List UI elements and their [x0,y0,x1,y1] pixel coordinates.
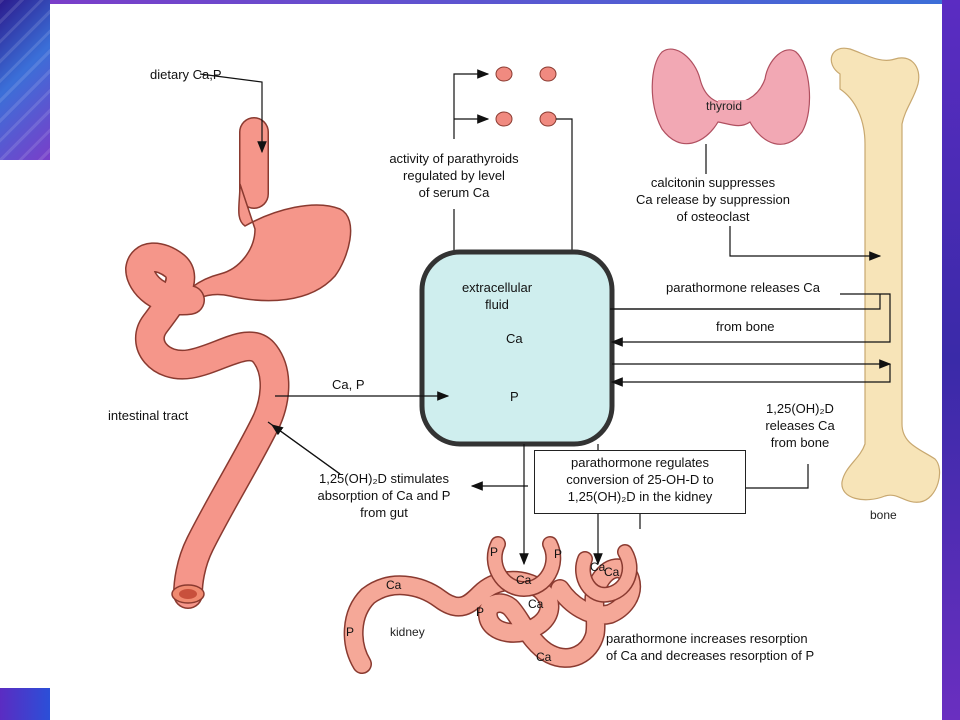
slide-top-bar [50,0,960,4]
ecf-label: extracellular fluid [442,279,552,313]
kidney-mark: P [346,625,355,639]
pth-resorption-line-2: of Ca and decreases resorption of P [606,648,815,663]
calcitonin-line-1: calcitonin suppresses [650,175,776,190]
thyroid-gland [651,48,811,145]
pth-bone-label-line-2: from bone [716,319,775,334]
gut [124,117,352,609]
vitd-bone-line-3: from bone [770,435,830,450]
dietary-label: dietary Ca,P [150,67,222,82]
vitd-gut-line-2: absorption of Ca and P [317,488,451,503]
pth-kidney-text: parathormone regulates conversion of 25-… [535,454,745,505]
vitd-gut-line-3: from gut [360,505,408,520]
ecf-line-2: fluid [485,297,509,312]
vitd-bone-line-2: releases Ca [765,418,835,433]
femur-bone [830,47,941,503]
kidney-mark: Ca [528,597,544,611]
pth-bone-label-line-1: parathormone releases Ca [666,280,820,295]
ca-p-arrow-label: Ca, P [332,377,365,392]
kidney-mark: Ca [604,565,620,579]
kidney-mark: P [554,547,563,561]
kidney-nephron [343,536,642,674]
kidney-mark: Ca [590,560,606,574]
pth-kidney-line-3: 1,25(OH)₂D in the kidney [567,489,713,504]
vitd-bone-line-1: 1,25(OH)₂D [766,401,834,416]
thyroid-label: thyroid [706,99,743,113]
calcium-regulation-diagram: dietary Ca,P intestinal tract Ca, P 1,25… [50,4,942,720]
kidney-mark: P [476,605,485,619]
vitd-gut-line-1: 1,25(OH)₂D stimulates [318,471,450,486]
pth-resorption-line-1: parathormone increases resorption [606,631,808,646]
pth-resorption-label: parathormone increases resorption of Ca … [606,630,814,664]
bone-label: bone [870,508,897,522]
slide-corner-decoration-bottom [0,688,50,720]
diagram-graphics [124,47,941,674]
kidney-mark: Ca [516,573,532,587]
kidney-mark: P [490,545,499,559]
calcitonin-line-2: Ca release by suppression [636,192,790,207]
kidney-label: kidney [390,625,425,639]
parathyroid-glands [495,66,557,127]
pth-kidney-box: parathormone regulates conversion of 25-… [534,450,746,514]
intestinal-tract-label: intestinal tract [108,408,189,423]
vitd-bone-label: 1,25(OH)₂D releases Ca from bone [750,400,850,451]
ecf-p-label: P [510,389,519,404]
parathyroid-activity-line-3: of serum Ca [418,185,490,200]
calcitonin-label: calcitonin suppresses Ca release by supp… [608,174,818,225]
extracellular-fluid-box [419,249,615,447]
pth-kidney-line-1: parathormone regulates [570,455,710,470]
vitd-gut-label: 1,25(OH)₂D stimulates absorption of Ca a… [274,470,494,521]
slide-corner-decoration-top [0,0,50,160]
parathyroid-activity-line-2: regulated by level [403,168,505,183]
calcitonin-line-3: of osteoclast [676,209,750,224]
parathyroid-activity-line-1: activity of parathyroids [389,151,519,166]
ecf-ca-label: Ca [506,331,523,346]
kidney-mark: Ca [536,650,552,664]
slide-right-bar [942,0,960,720]
parathyroid-activity-label: activity of parathyroids regulated by le… [356,150,552,201]
ecf-line-1: extracellular [461,280,533,295]
kidney-mark: Ca [386,578,402,592]
pth-kidney-line-2: conversion of 25-OH-D to [566,472,714,487]
